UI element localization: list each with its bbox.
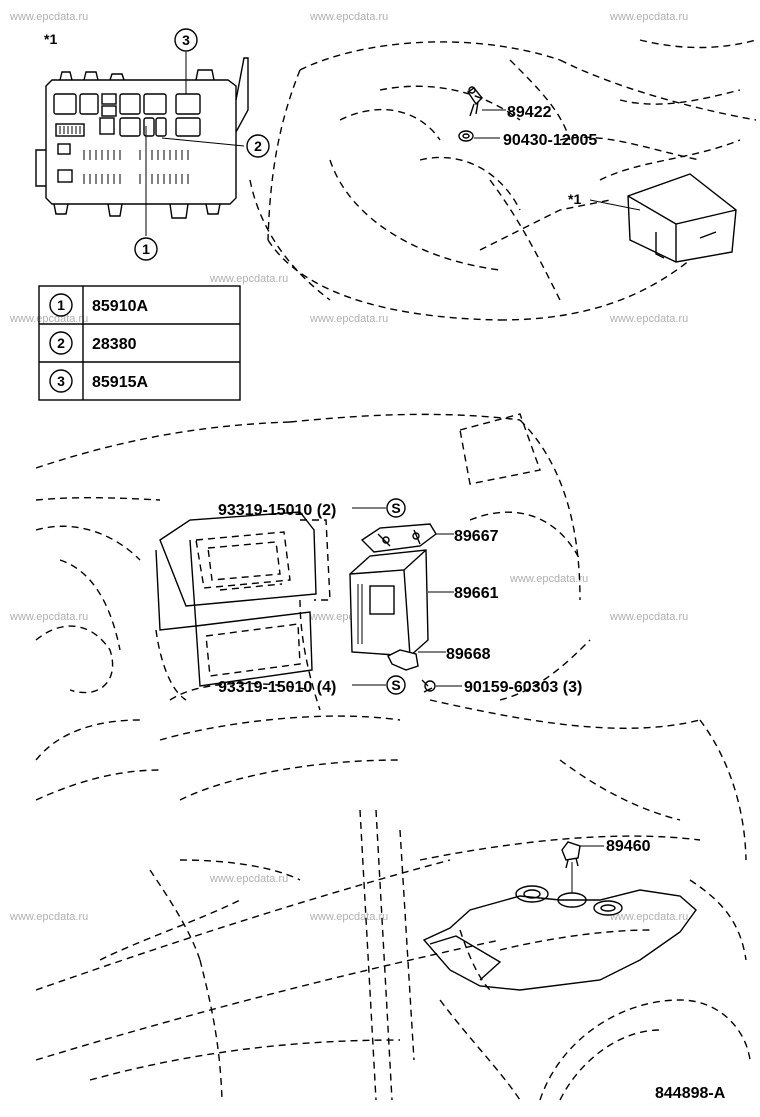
watermark: www.epcdata.ru [9, 313, 88, 325]
watermark: www.epcdata.ru [209, 873, 288, 885]
watermark: www.epcdata.ru [9, 11, 88, 23]
legend-row: 1 85910A [49, 293, 148, 317]
watermarks: www.epcdata.ru www.epcdata.ru www.epcdat… [9, 11, 688, 923]
asterisk-label: *1 [568, 191, 581, 207]
watermark: www.epcdata.ru [609, 313, 688, 325]
callout-89661: 89661 [454, 585, 499, 602]
watermark: www.epcdata.ru [9, 911, 88, 923]
legend-ref: 2 [57, 335, 65, 351]
s-mark-bottom: S [386, 675, 406, 695]
watermark: www.epcdata.ru [309, 313, 388, 325]
relay-block-illustration: *1 [35, 31, 249, 236]
ref-circle-3: 3 [174, 28, 198, 52]
diagram-id: 844898-A [655, 1085, 726, 1102]
svg-text:S: S [391, 500, 400, 516]
watermark: www.epcdata.ru [209, 273, 288, 285]
asterisk-label: *1 [44, 31, 57, 47]
watermark: www.epcdata.ru [609, 611, 688, 623]
legend-part: 85915A [92, 374, 148, 391]
watermark: www.epcdata.ru [609, 911, 688, 923]
watermark: www.epcdata.ru [509, 573, 588, 585]
watermark: www.epcdata.ru [609, 11, 688, 23]
watermark: www.epcdata.ru [309, 911, 388, 923]
svg-text:S: S [391, 677, 400, 693]
s-mark-top: S [386, 498, 406, 518]
callout-89422: 89422 [507, 104, 552, 121]
legend-part: 85910A [92, 298, 148, 315]
callout-89668: 89668 [446, 646, 491, 663]
engine-bay-illustration: *1 [249, 39, 757, 321]
callout-93319-15010-4: 93319-15010 (4) [218, 679, 336, 696]
callout-89460: 89460 [606, 838, 651, 855]
legend-table: 1 85910A 2 28380 3 85915A [38, 285, 241, 401]
svg-text:1: 1 [142, 241, 150, 257]
legend-row: 2 28380 [49, 331, 137, 355]
callout-93319-15010-2: 93319-15010 (2) [218, 502, 336, 519]
callout-89667: 89667 [454, 528, 499, 545]
callout-90430-12005: 90430-12005 [503, 132, 597, 149]
legend-ref: 3 [57, 373, 65, 389]
svg-text:3: 3 [182, 32, 190, 48]
legend-ref: 1 [57, 297, 65, 313]
legend-part: 28380 [92, 336, 137, 353]
legend-row: 3 85915A [49, 369, 148, 393]
svg-text:2: 2 [254, 138, 262, 154]
fuel-tank-illustration [35, 699, 751, 1101]
watermark: www.epcdata.ru [309, 11, 388, 23]
watermark: www.epcdata.ru [9, 611, 88, 623]
ref-circle-1: 1 [134, 237, 158, 261]
callout-90159-60303-3: 90159-60303 (3) [464, 679, 582, 696]
ref-circle-2: 2 [246, 134, 270, 158]
dashboard-illustration [35, 413, 591, 801]
